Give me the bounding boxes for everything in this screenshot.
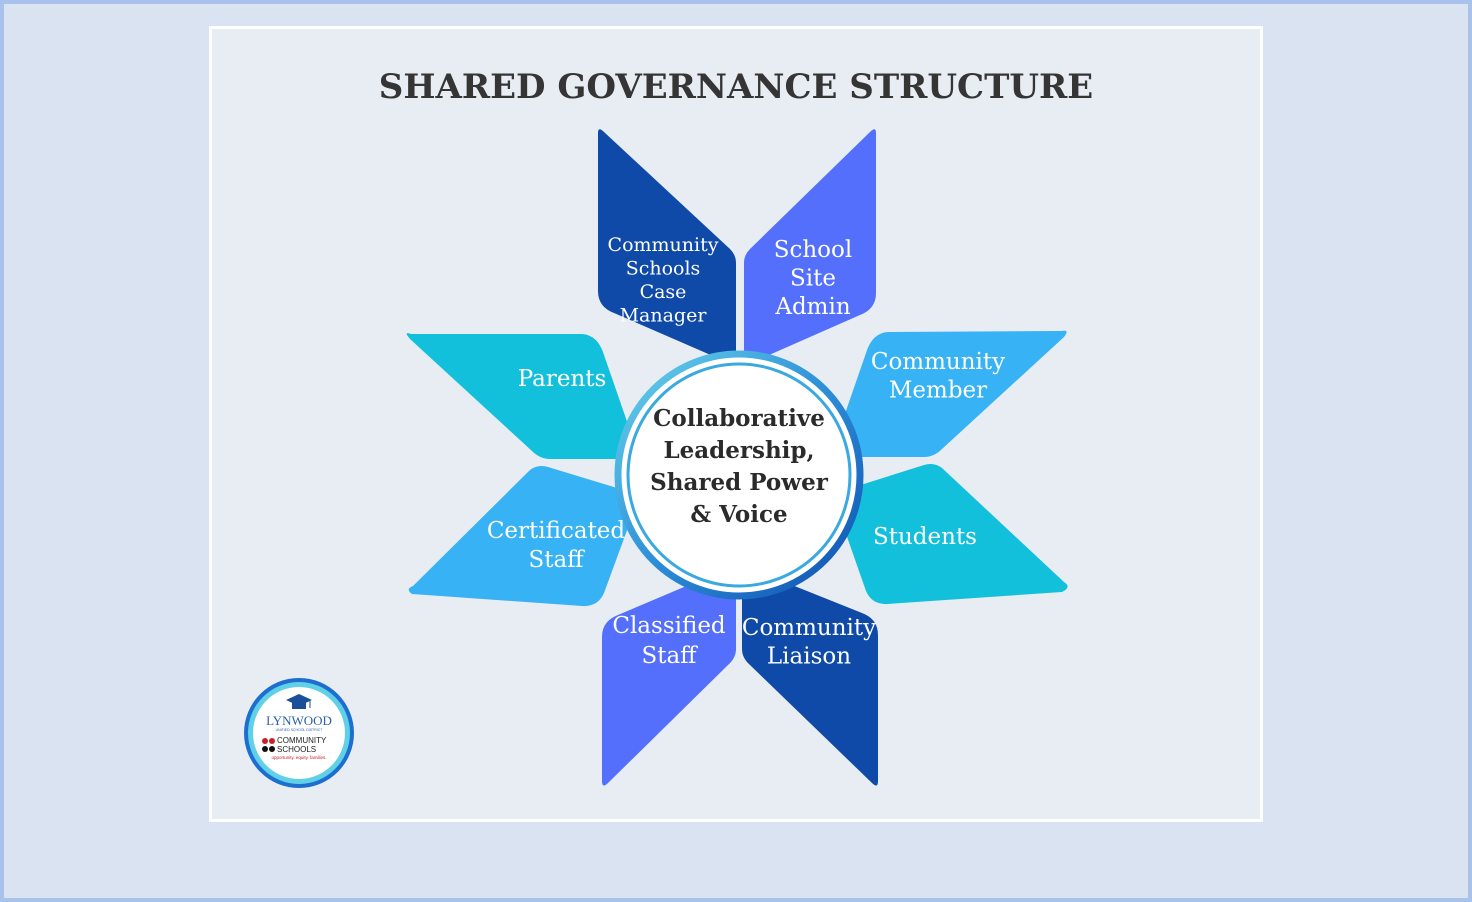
petal-label-line: Students	[873, 524, 977, 550]
hub-line-3: Shared Power	[650, 469, 829, 496]
logo-program-line1: COMMUNITY	[277, 736, 327, 745]
petal-label-line: Parents	[518, 366, 607, 392]
lynwood-community-schools-logo: LYNWOOD UNIFIED SCHOOL DISTRICT COMMUNIT…	[244, 678, 354, 788]
hub-line-1: Collaborative	[653, 405, 825, 432]
graduation-cap-icon	[286, 694, 312, 709]
petal-label-line: Staff	[528, 547, 585, 573]
page-title: SHARED GOVERNANCE STRUCTURE	[378, 67, 1094, 107]
diagram-card: SHARED GOVERNANCE STRUCTURE	[209, 26, 1263, 822]
petal-label-line: Staff	[641, 643, 698, 669]
petal-label-students: Students	[873, 524, 977, 550]
logo-tagline: opportunity. equity. families.	[271, 755, 326, 760]
logo-district: LYNWOOD	[266, 713, 332, 728]
petal-label-line: Schools	[626, 258, 701, 280]
petal-case-manager	[598, 129, 736, 366]
petal-parents	[406, 333, 640, 459]
petal-label-line: Community	[742, 615, 876, 641]
petal-label-line: Manager	[620, 305, 708, 327]
petal-students	[832, 464, 1068, 605]
petal-label-parents: Parents	[518, 366, 607, 392]
petal-label-line: Classified	[612, 613, 726, 639]
petal-label-line: Member	[889, 378, 987, 404]
petal-label-line: Site	[790, 266, 836, 292]
hub-line-4: & Voice	[690, 501, 787, 528]
hub-inner-ring	[626, 362, 852, 588]
petal-label-line: Admin	[774, 294, 850, 320]
logo-program-line2: SCHOOLS	[277, 745, 316, 754]
petal-label-line: Liaison	[767, 644, 851, 670]
logo-district-sub: UNIFIED SCHOOL DISTRICT	[276, 728, 324, 732]
petal-label-line: School	[774, 237, 853, 263]
petal-classified-staff	[602, 565, 736, 786]
hub-line-2: Leadership,	[663, 437, 814, 464]
petal-label-line: Community	[871, 349, 1005, 375]
petal-site-admin	[744, 129, 876, 366]
petal-community-member	[830, 330, 1067, 457]
petal-label-line: Case	[640, 281, 687, 303]
petal-label-line: Community	[608, 234, 719, 256]
petal-community-liaison	[742, 565, 878, 786]
petal-certificated-staff	[408, 466, 640, 607]
petal-label-line: Certificated	[487, 518, 626, 544]
